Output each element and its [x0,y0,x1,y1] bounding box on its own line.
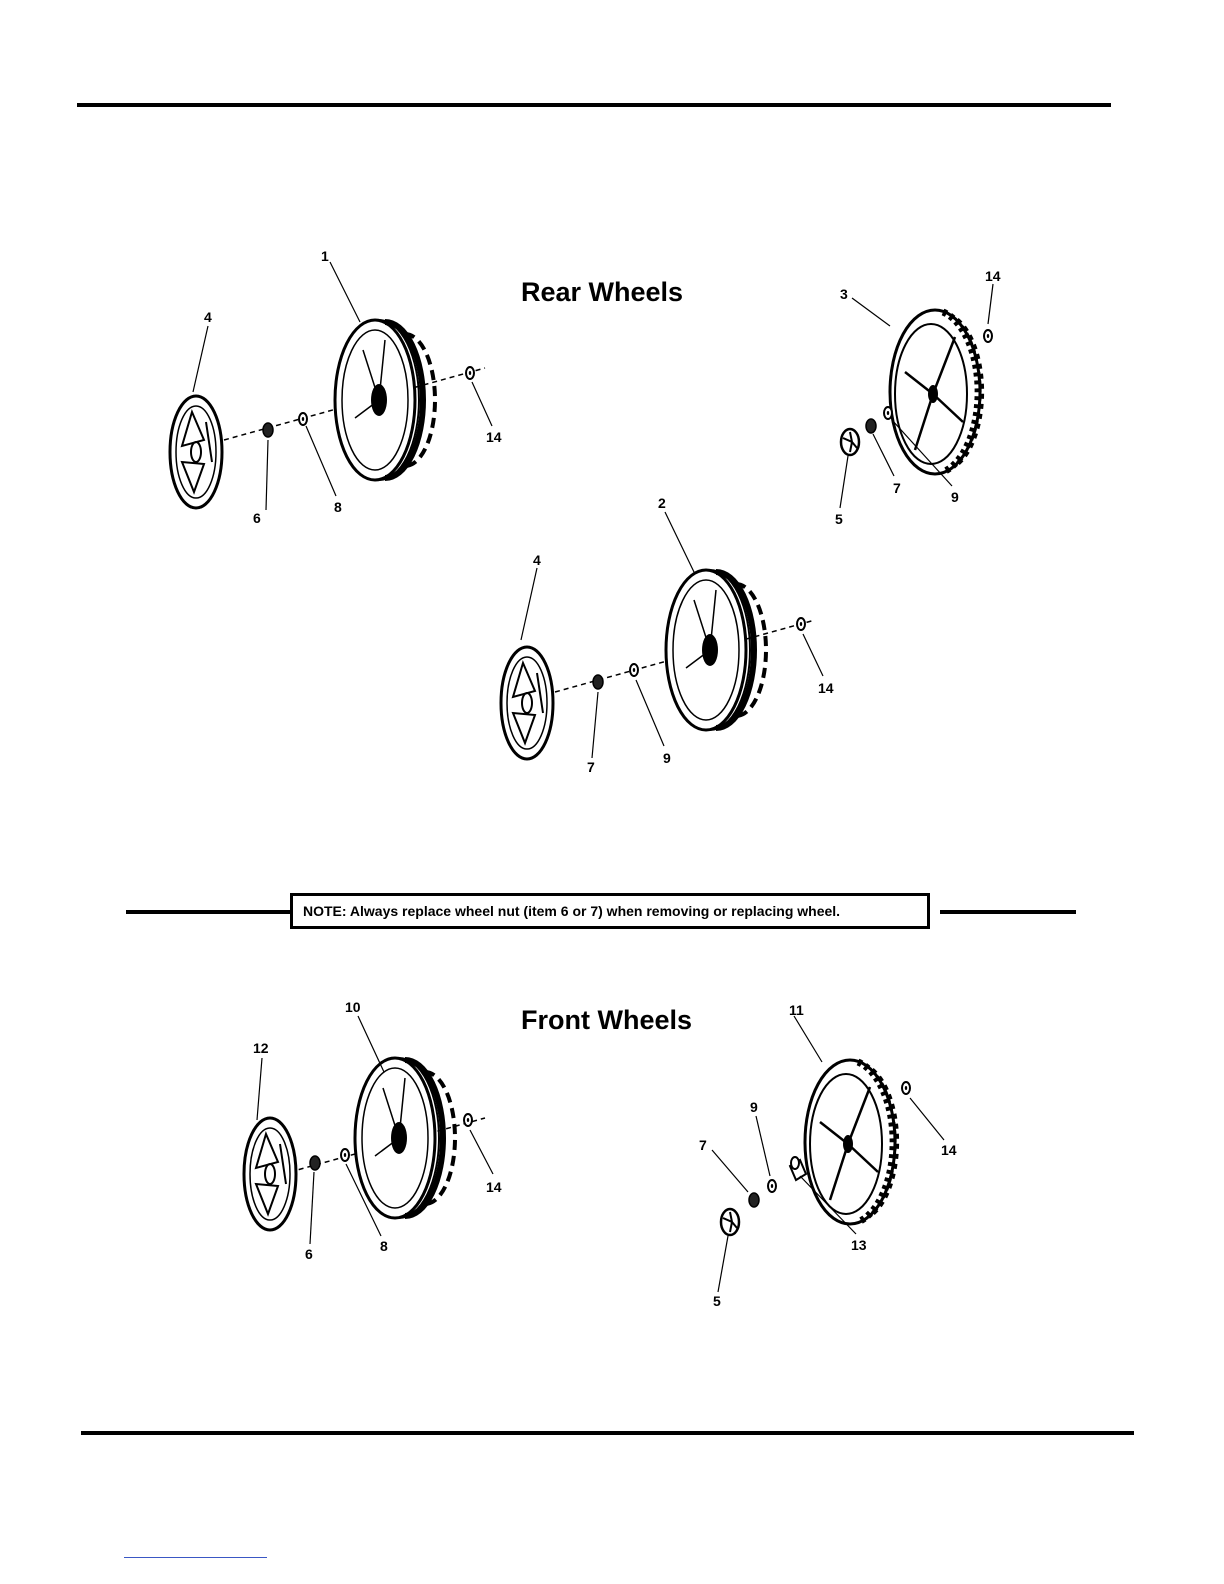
callout-14-front-left: 14 [486,1179,502,1195]
rear-wheel-2 [666,570,766,730]
front-left-assembly: 10 12 6 8 14 [244,999,502,1262]
callout-1: 1 [321,248,329,264]
front-wheel-11 [805,1060,897,1224]
callout-10: 10 [345,999,361,1015]
callout-4-rear-left: 4 [204,309,212,325]
rear-wheel-1 [335,320,435,480]
rear-wheel-3 [890,310,982,474]
callout-5-rear-right: 5 [835,511,843,527]
rear-left-assembly: 1 4 6 8 14 [170,248,502,526]
spacer-13 [790,1157,806,1180]
hubcap-5-front-right [721,1209,739,1235]
washer-14-front-right [902,1082,910,1094]
callout-14-rear-left: 14 [486,429,502,445]
callout-14-front-right: 14 [941,1142,957,1158]
washer-9-rear-right [884,407,892,419]
wheel-nut-7-rear-right [866,419,876,433]
washer-14-front-left [464,1114,472,1126]
callout-8-rear-left: 8 [334,499,342,515]
washer-8-front-left [341,1149,349,1161]
callout-4-rear-center: 4 [533,552,541,568]
washer-9-front-right [768,1180,776,1192]
washer-14-rear-left [466,367,474,379]
callout-6-rear-left: 6 [253,510,261,526]
wheel-nut-7-front-right [749,1193,759,1207]
callout-14-rear-center: 14 [818,680,834,696]
washer-14-rear-center [797,618,805,630]
callout-6-front-left: 6 [305,1246,313,1262]
callout-9-front-right: 9 [750,1099,758,1115]
hubcap-5-rear-right [841,429,859,455]
rear-center-assembly: 2 4 7 9 14 [501,495,834,775]
callout-12: 12 [253,1040,269,1056]
wheel-nut-6-rear-left [263,423,273,437]
washer-14-rear-right [984,330,992,342]
callout-9-rear-center: 9 [663,750,671,766]
washer-8-rear-left [299,413,307,425]
hubcap-12-front-left [244,1118,296,1230]
callout-13: 13 [851,1237,867,1253]
callout-7-front-right: 7 [699,1137,707,1153]
callout-11: 11 [789,1002,804,1018]
washer-9-rear-center [630,664,638,676]
callout-8-front-left: 8 [380,1238,388,1254]
hubcap-4-rear-left [170,396,222,508]
front-wheel-10 [355,1058,455,1218]
front-right-assembly: 11 9 7 14 13 5 [699,1002,957,1309]
wheel-nut-6-front-left [310,1156,320,1170]
callout-7-rear-right: 7 [893,480,901,496]
hubcap-4-rear-center [501,647,553,759]
callout-7-rear-center: 7 [587,759,595,775]
callout-3: 3 [840,286,848,302]
callout-14-rear-right: 14 [985,268,1001,284]
rear-right-assembly: 3 14 5 7 9 [835,268,1001,527]
wheel-nut-7-rear-center [593,675,603,689]
callout-2: 2 [658,495,666,511]
callout-9-rear-right: 9 [951,489,959,505]
callout-5-front-right: 5 [713,1293,721,1309]
